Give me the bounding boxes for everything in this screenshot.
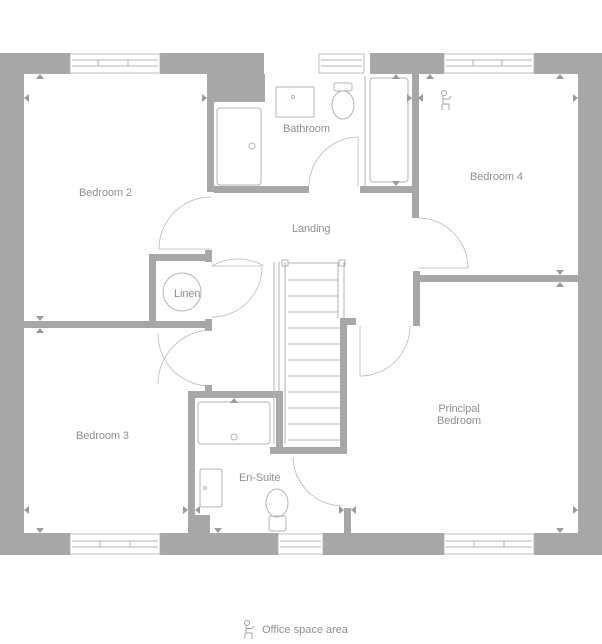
legend: Office space area: [242, 620, 348, 640]
principal-line-1: Principal: [438, 403, 480, 415]
legend-office-label: Office space area: [262, 624, 349, 636]
room-label-bedroom-3: Bedroom 3: [76, 430, 129, 442]
door-swings: [157, 136, 469, 507]
room-label-principal-bedroom: Principal Bedroom: [437, 403, 481, 427]
interior-walls: [24, 74, 578, 533]
principal-line-2: Bedroom: [437, 415, 481, 427]
dimension-markers: [24, 74, 578, 533]
room-label-linen: Linen: [174, 288, 201, 300]
room-label-landing: Landing: [292, 223, 331, 235]
room-label-bedroom-4: Bedroom 4: [470, 171, 523, 183]
windows: [69, 53, 535, 555]
staircase: [273, 259, 346, 444]
office-person-at-desk-icon: [441, 90, 452, 110]
room-label-bathroom: Bathroom: [283, 123, 330, 135]
office-legend-icon: [244, 620, 255, 639]
room-label-bedroom-2: Bedroom 2: [79, 187, 132, 199]
bathroom-fixtures: [216, 76, 409, 186]
room-label-en-suite: En-Suite: [239, 472, 281, 484]
outer-walls: [0, 53, 602, 555]
linen-circle: [162, 272, 202, 312]
